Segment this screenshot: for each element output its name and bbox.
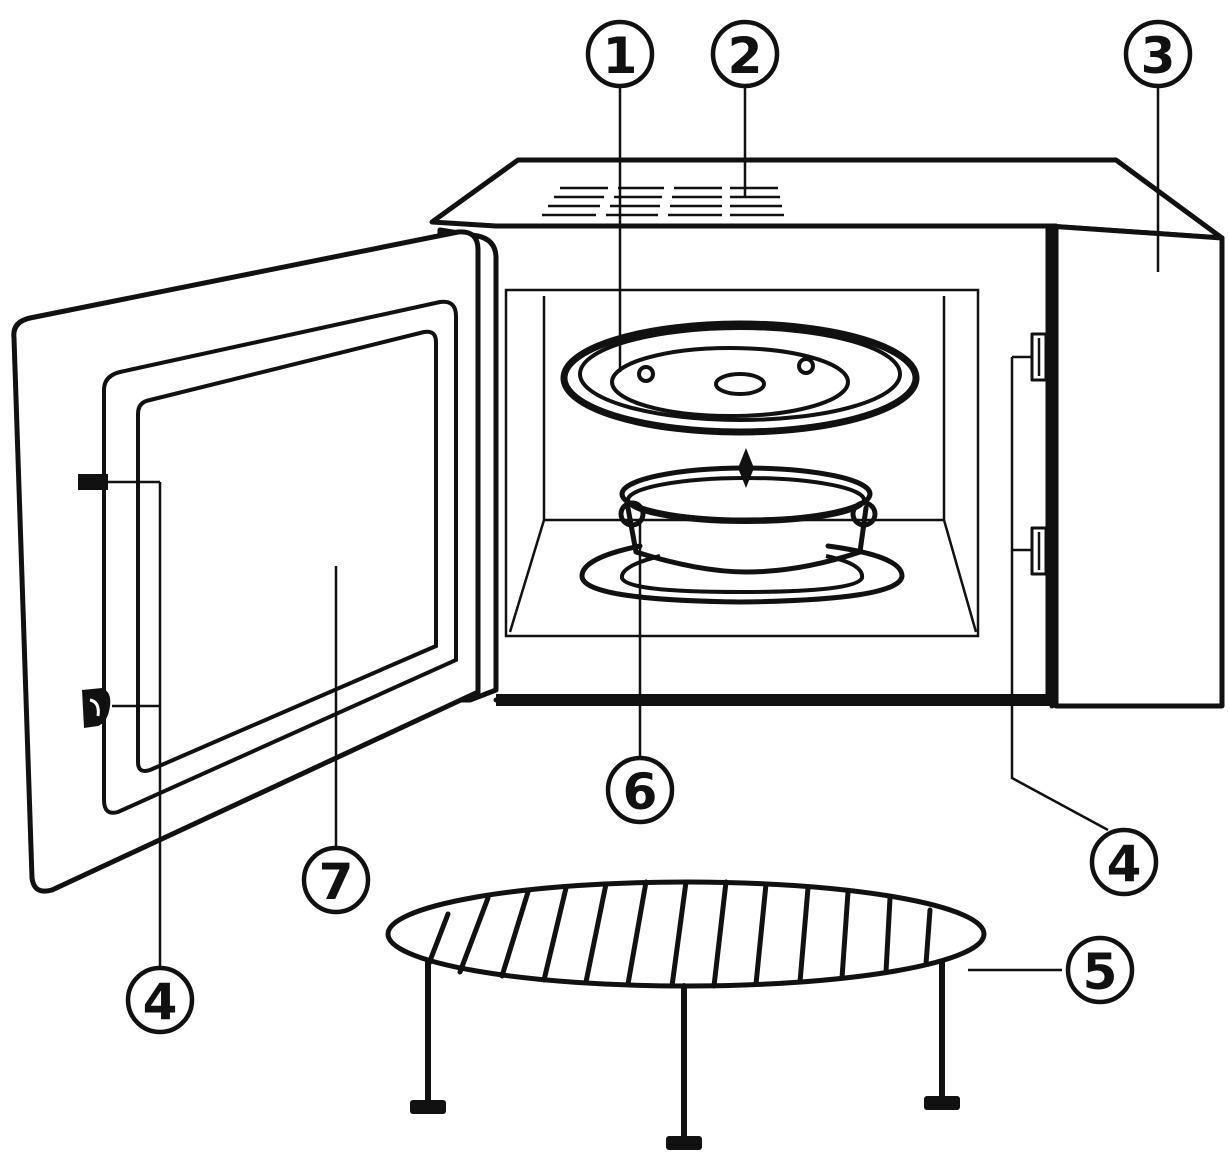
callout-4-right: 4: [1089, 827, 1159, 897]
oven-cabinet: [429, 157, 1225, 709]
upper-door-latch: [78, 474, 108, 490]
callout-2-label: 2: [728, 27, 763, 85]
callout-5-label: 5: [1083, 943, 1118, 1001]
roller-ring: [618, 448, 878, 575]
oven-door: [11, 227, 499, 894]
roller-track-floor: [579, 543, 905, 605]
door-interlock-slots: [1030, 332, 1048, 576]
callout-7-label: 7: [319, 853, 354, 911]
callout-2: 2: [710, 19, 780, 89]
callout-4-left: 4: [125, 965, 195, 1035]
callout-5: 5: [1065, 935, 1135, 1005]
glass-tray: [560, 320, 920, 436]
callout-1-label: 1: [603, 27, 638, 85]
grill-rack: [385, 879, 987, 1150]
top-vents: [542, 186, 784, 217]
callout-6-label: 6: [623, 763, 658, 821]
callout-7: 7: [301, 845, 371, 915]
callout-3: 3: [1123, 19, 1193, 89]
callout-4-left-label: 4: [143, 973, 178, 1031]
lower-door-latch: [82, 688, 111, 728]
callout-6: 6: [605, 755, 675, 825]
door-window: [136, 329, 438, 773]
callout-4-right-label: 4: [1107, 835, 1142, 893]
callout-1: 1: [585, 19, 655, 89]
control-panel: [1045, 223, 1225, 709]
callout-leaders: [108, 84, 1160, 972]
callout-3-label: 3: [1141, 27, 1176, 85]
